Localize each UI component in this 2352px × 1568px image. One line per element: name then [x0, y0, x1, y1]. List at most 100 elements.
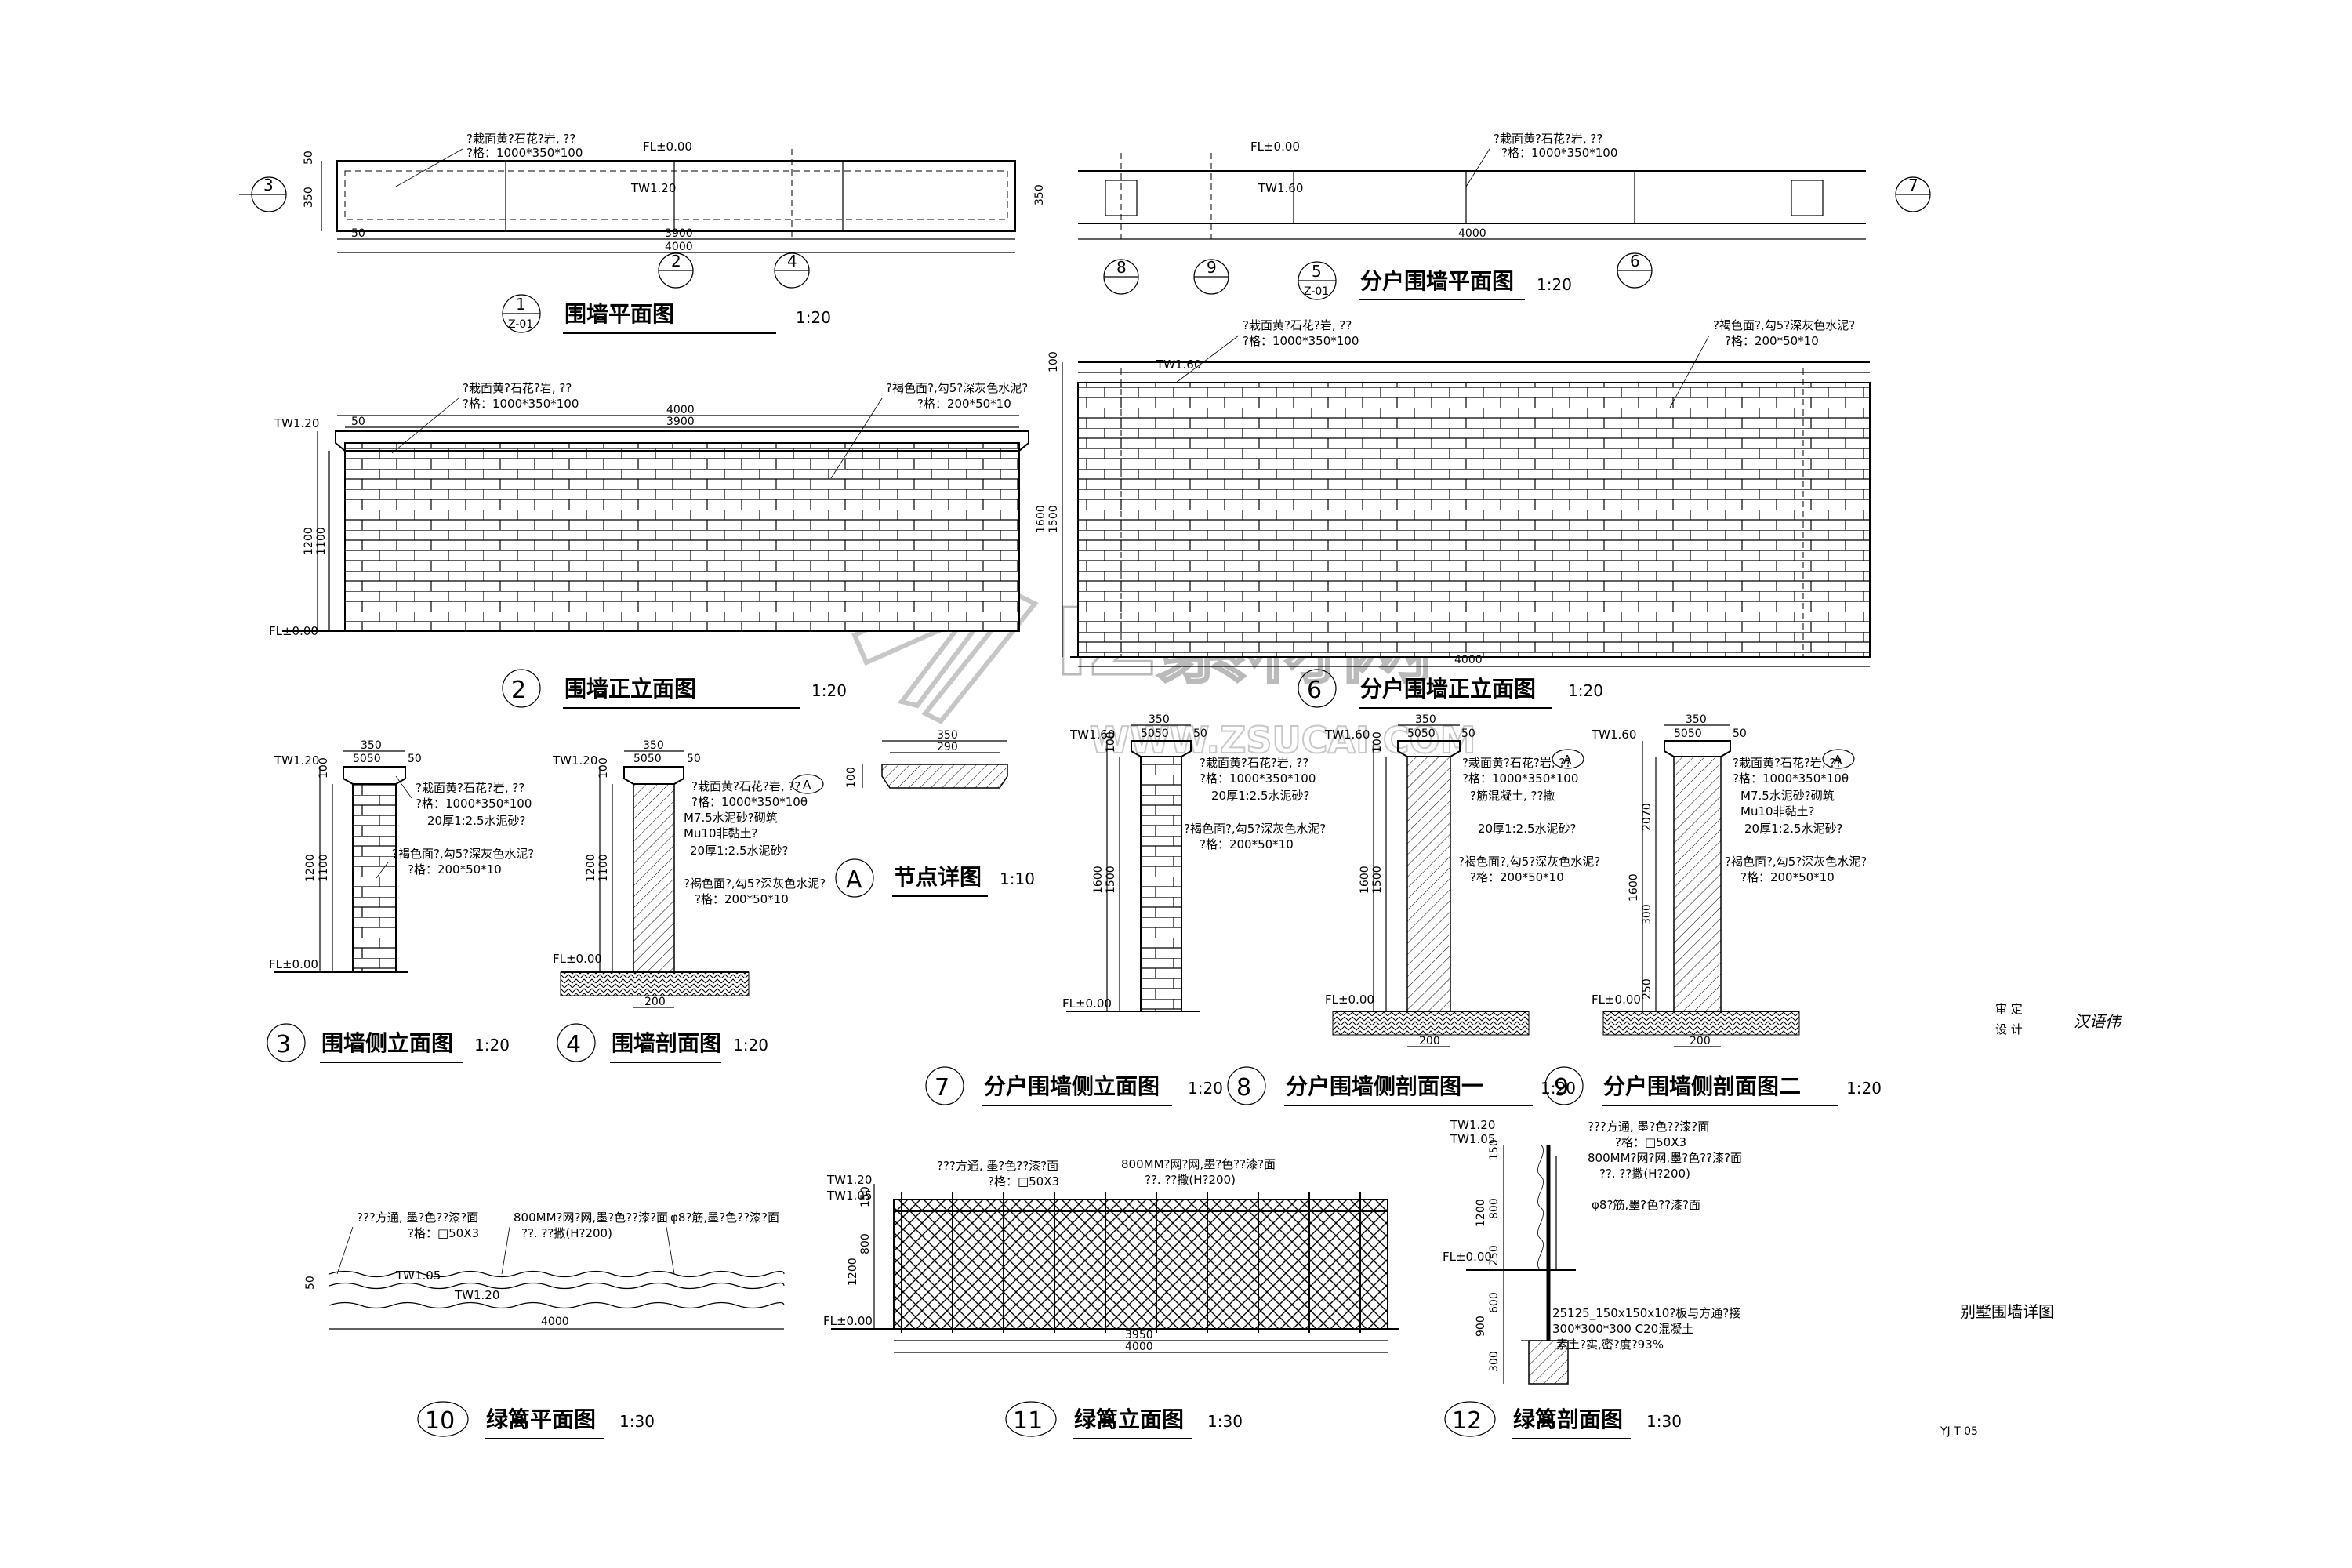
svg-text:TW1.60: TW1.60 [1258, 181, 1303, 195]
title-d3: 3 围墙侧立面图 1:20 [267, 1023, 510, 1063]
title-d11: 11 绿篱立面图 1:30 [1005, 1401, 1243, 1439]
svg-text:Z-01: Z-01 [508, 318, 533, 331]
svg-text:4000: 4000 [1458, 227, 1486, 240]
svg-text:1100: 1100 [315, 527, 328, 555]
svg-text:20厚1:2.5水泥砂?: 20厚1:2.5水泥砂? [1478, 822, 1577, 836]
svg-text:5050: 5050 [633, 753, 662, 765]
svg-text:?格：200*50*10: ?格：200*50*10 [1470, 870, 1564, 884]
svg-text:分户围墙侧剖面图二: 分户围墙侧剖面图二 [1603, 1073, 1801, 1099]
titleblock-code: YJ T 05 [1940, 1425, 1978, 1438]
svg-text:?格：1000*350*10θ: ?格：1000*350*10θ [1733, 771, 1849, 786]
svg-text:A: A [846, 866, 862, 894]
svg-text:?褐色面?,勾5?深灰色水泥?: ?褐色面?,勾5?深灰色水泥? [1458, 855, 1600, 869]
svg-text:3900: 3900 [665, 227, 693, 240]
svg-text:50: 50 [1461, 728, 1475, 740]
svg-text:φ8?筋,墨?色??漆?面: φ8?筋,墨?色??漆?面 [1592, 1198, 1700, 1212]
svg-text:100: 100 [845, 767, 858, 788]
svg-text:4000: 4000 [541, 1316, 569, 1328]
svg-text:??. ??撒(H?200): ??. ??撒(H?200) [1145, 1173, 1236, 1187]
svg-text:TW1.20: TW1.20 [630, 181, 676, 195]
svg-text:1200: 1200 [585, 854, 597, 882]
svg-text:?栽面黄?石花?岩, ??: ?栽面黄?石花?岩, ?? [1494, 132, 1602, 146]
svg-text:1100: 1100 [318, 854, 330, 882]
detail-A: 350 290 100 A 节点详图 1:10 [835, 729, 1035, 898]
svg-text:围墙侧立面图: 围墙侧立面图 [321, 1030, 453, 1056]
svg-text:1600: 1600 [1628, 873, 1640, 902]
svg-text:2070: 2070 [1641, 803, 1653, 831]
svg-text:?格：200*50*10: ?格：200*50*10 [695, 892, 789, 906]
svg-text:FL±0.00: FL±0.00 [823, 1314, 873, 1328]
svg-text:20厚1:2.5水泥砂?: 20厚1:2.5水泥砂? [427, 814, 526, 828]
callout-6: 6 [1617, 252, 1653, 289]
svg-text:FL±0.00: FL±0.00 [1592, 993, 1641, 1007]
callout-4: 4 [774, 252, 810, 289]
svg-text:?格：1000*350*10θ: ?格：1000*350*10θ [691, 795, 808, 809]
svg-text:4000: 4000 [665, 241, 693, 253]
svg-text:TW1.60: TW1.60 [1156, 358, 1201, 372]
svg-text:1600: 1600 [1359, 866, 1371, 894]
svg-text:??. ??撒(H?200): ??. ??撒(H?200) [521, 1226, 612, 1240]
svg-text:?栽面黄?石花?岩, ??: ?栽面黄?石花?岩, ?? [1200, 756, 1308, 770]
svg-text:??. ??撒(H?200): ??. ??撒(H?200) [1599, 1167, 1690, 1181]
svg-text:?褐色面?,勾5?深灰色水泥?: ?褐色面?,勾5?深灰色水泥? [1725, 855, 1867, 869]
svg-text:1: 1 [516, 295, 526, 314]
svg-text:100: 100 [597, 757, 610, 779]
svg-text:绿篱平面图: 绿篱平面图 [486, 1406, 596, 1432]
svg-text:4000: 4000 [666, 404, 695, 416]
svg-text:20厚1:2.5水泥砂?: 20厚1:2.5水泥砂? [690, 844, 789, 858]
hedge-elev-11: 3950 4000 800 1200 150 TW1.20 TW1.05 FL±… [823, 1157, 1399, 1439]
svg-text:1100: 1100 [597, 854, 610, 882]
svg-text:A: A [803, 778, 811, 792]
svg-text:12: 12 [1452, 1407, 1482, 1435]
svg-text:4: 4 [566, 1031, 581, 1058]
svg-text:A: A [1834, 753, 1842, 767]
callout-7: 7 [1895, 176, 1931, 212]
svg-text:4000: 4000 [1125, 1341, 1153, 1353]
svg-text:1200: 1200 [304, 854, 317, 882]
svg-text:1500: 1500 [1371, 866, 1384, 894]
svg-text:1600: 1600 [1092, 866, 1105, 894]
svg-text:1:10: 1:10 [1000, 869, 1035, 888]
title-block: 审 定 设 计 汉语伟 别墅围墙详图 YJ T 05 [1940, 1002, 2122, 1438]
svg-text:4000: 4000 [1454, 654, 1483, 666]
svg-text:250: 250 [1641, 978, 1653, 1000]
svg-text:800: 800 [859, 1233, 872, 1254]
titleblock-row1: 审 定 [1995, 1002, 2023, 1016]
svg-text:50: 50 [351, 416, 365, 428]
svg-text:FL±0.00: FL±0.00 [1062, 996, 1112, 1011]
svg-text:?栽面黄?石花?岩, ??: ?栽面黄?石花?岩, ?? [1243, 318, 1352, 332]
svg-text:?栽面黄?石花?岩, ??: ?栽面黄?石花?岩, ?? [466, 132, 575, 146]
svg-text:50: 50 [303, 151, 315, 165]
callout-8: 8 [1103, 258, 1139, 295]
svg-text:围墙剖面图: 围墙剖面图 [612, 1030, 721, 1056]
section-8: 350 5050 50 200 1600 1500 100 TW1.60 FL±… [1227, 713, 1600, 1106]
svg-text:1:20: 1:20 [474, 1036, 510, 1054]
svg-text:150: 150 [859, 1186, 872, 1207]
title-d9: 9 分户围墙侧剖面图二 1:20 [1544, 1066, 1882, 1106]
svg-text:6: 6 [1630, 252, 1640, 270]
svg-text:1:20: 1:20 [811, 681, 847, 700]
svg-text:?格：□50X3: ?格：□50X3 [1615, 1135, 1686, 1149]
elev-wall-6: 4000 100 1600 1500 TW1.60 ?栽面黄?石花?岩, ?? … [1035, 318, 1871, 709]
svg-text:350: 350 [303, 187, 315, 208]
svg-text:?褐色面?,勾5?深灰色水泥?: ?褐色面?,勾5?深灰色水泥? [392, 847, 534, 861]
svg-text:5050: 5050 [353, 753, 381, 765]
svg-text:50: 50 [304, 1276, 317, 1290]
svg-text:?栽面黄?石花?岩, ??: ?栽面黄?石花?岩, ?? [691, 779, 800, 793]
svg-text:1:20: 1:20 [796, 308, 831, 327]
svg-text:3950: 3950 [1125, 1329, 1153, 1341]
svg-text:绿篱剖面图: 绿篱剖面图 [1513, 1406, 1623, 1432]
svg-text:?格：200*50*10: ?格：200*50*10 [917, 397, 1011, 411]
svg-text:300: 300 [1641, 904, 1653, 925]
plan-wall-5: 4000 FL±0.00 TW1.60 ?栽面黄?石花?岩, ?? ?格：100… [1033, 132, 1931, 300]
svg-text:1:20: 1:20 [733, 1036, 768, 1054]
svg-text:分户围墙平面图: 分户围墙平面图 [1360, 268, 1514, 294]
svg-text:2: 2 [511, 677, 526, 704]
svg-text:?格：200*50*10: ?格：200*50*10 [1725, 334, 1819, 348]
svg-text:350: 350 [1149, 713, 1170, 726]
svg-text:5050: 5050 [1674, 728, 1702, 740]
svg-text:250: 250 [1488, 1245, 1501, 1266]
svg-text:?栽面黄?石花?岩, ??: ?栽面黄?石花?岩, ?? [463, 381, 572, 395]
svg-text:3: 3 [276, 1031, 291, 1058]
